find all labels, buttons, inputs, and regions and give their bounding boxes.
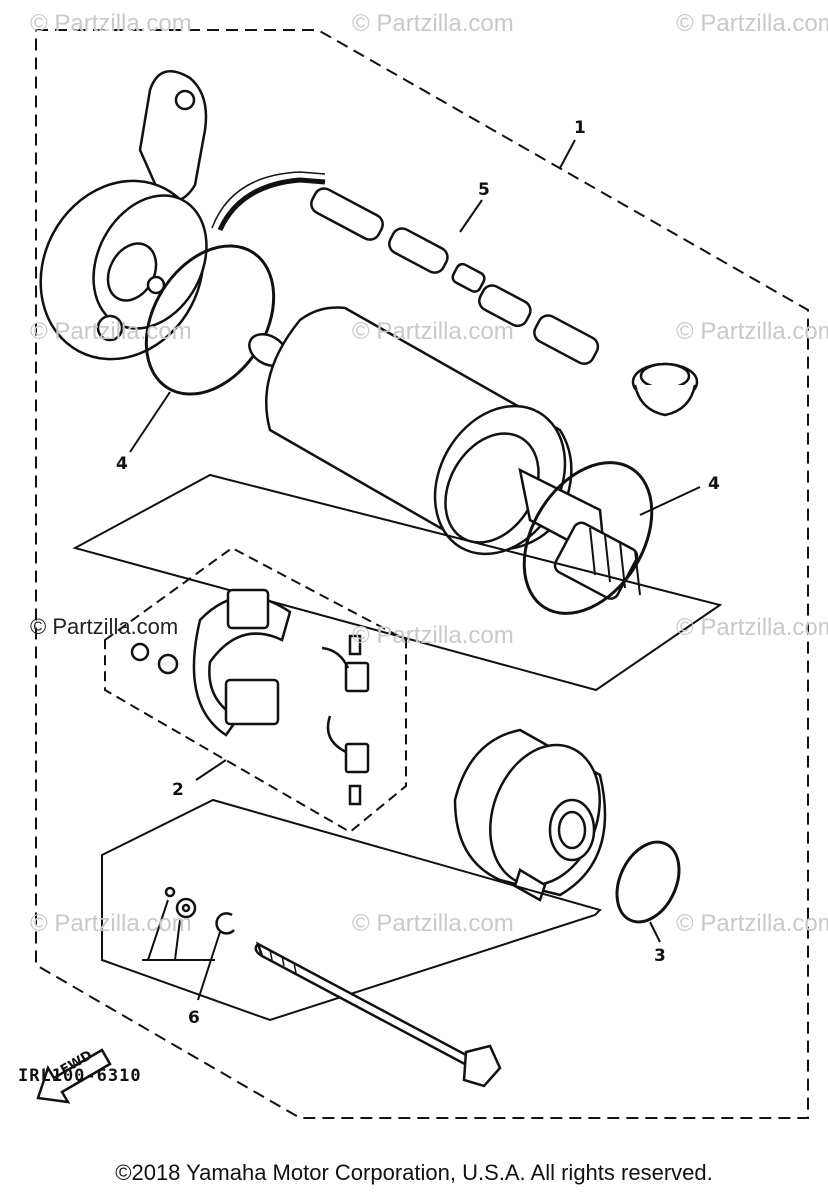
callout-2: 2 [172, 780, 184, 800]
watermark: © Partzilla.com [352, 910, 514, 937]
leader-4-right [639, 486, 701, 516]
watermark: © Partzilla.com [30, 10, 192, 37]
diagram-code: IRL100-6310 [18, 1066, 142, 1086]
watermark-prominent: © Partzilla.com [30, 614, 179, 639]
through-bolt [254, 941, 502, 1088]
front-cover [453, 728, 607, 902]
watermark: © Partzilla.com [352, 10, 514, 37]
callout-6: 6 [188, 1008, 200, 1028]
leader-2 [195, 759, 227, 781]
watermark: © Partzilla.com [676, 614, 828, 641]
watermark: © Partzilla.com [30, 318, 192, 345]
copyright-notice: ©2018 Yamaha Motor Corporation, U.S.A. A… [115, 1160, 713, 1185]
o-ring-right [522, 461, 654, 615]
callout-5: 5 [478, 180, 490, 200]
watermark: © Partzilla.com [352, 318, 514, 345]
callout-1: 1 [574, 118, 586, 138]
lead-wire [211, 171, 699, 417]
o-ring-small [615, 840, 681, 924]
rear-cover [39, 70, 208, 361]
watermark: © Partzilla.com [30, 910, 192, 937]
fwd-arrow-icon [36, 1048, 112, 1104]
watermark: © Partzilla.com [676, 10, 828, 37]
callout-4-right: 4 [708, 474, 720, 494]
brush-holder-box [104, 546, 407, 834]
watermark: © Partzilla.com [676, 318, 828, 345]
callout-3: 3 [654, 946, 666, 966]
watermark: © Partzilla.com [676, 910, 828, 937]
leader-5 [459, 199, 483, 233]
washers [164, 886, 235, 935]
brush-holder [130, 588, 370, 806]
watermark: © Partzilla.com [352, 622, 514, 649]
leader-4-left [129, 391, 171, 453]
leader-3 [649, 921, 661, 943]
brush-plane-outline [72, 473, 723, 692]
leader-1 [559, 139, 576, 169]
assembly-boundary [35, 29, 809, 1119]
yoke-armature [248, 306, 641, 600]
bolt-plane-outline [101, 798, 602, 1022]
callout-4-left: 4 [116, 454, 128, 474]
leader-6 [147, 899, 221, 1001]
